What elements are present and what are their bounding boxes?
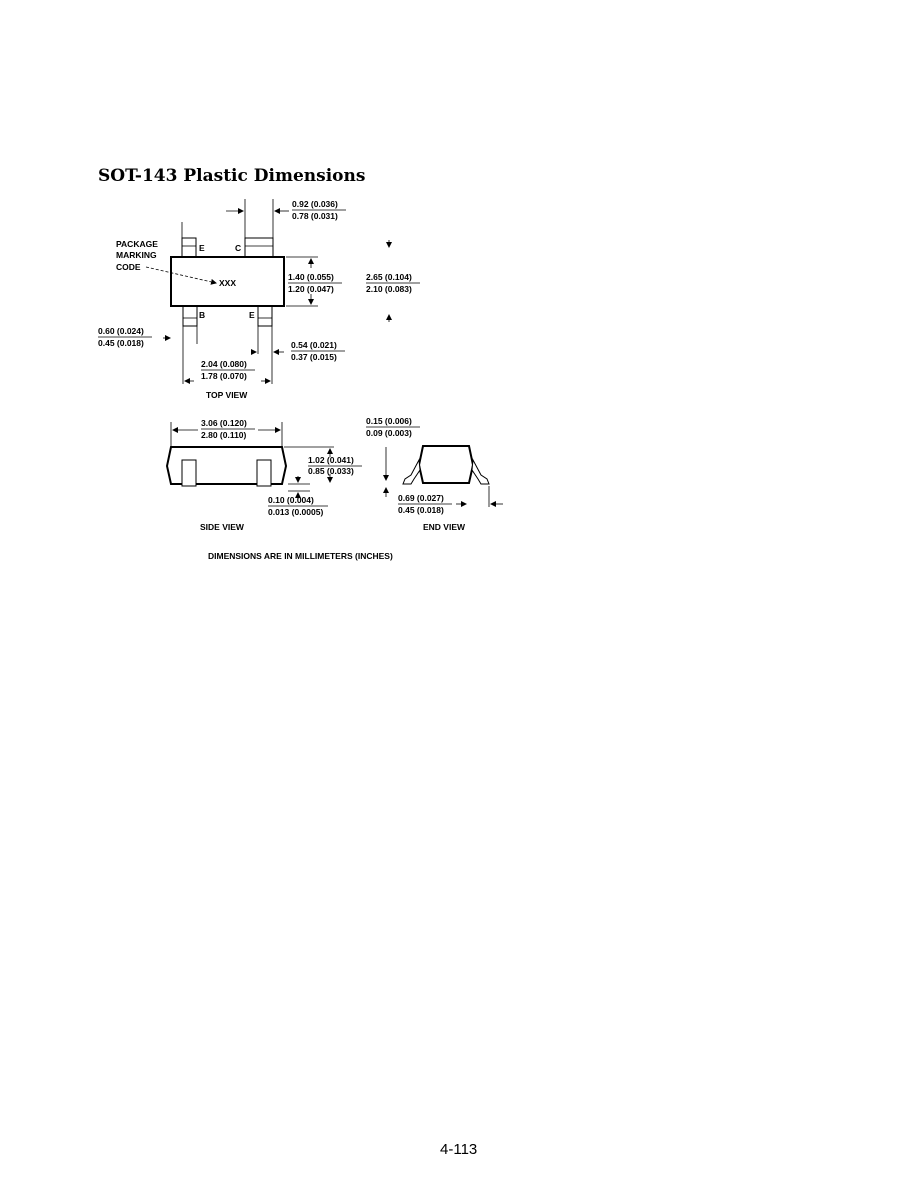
dim-overall-width-max: 2.65 (0.104) — [366, 272, 412, 282]
package-label-line2: MARKING — [116, 250, 157, 260]
dim-lead-wide-min: 0.78 (0.031) — [292, 211, 338, 221]
lead-b-bottom — [182, 305, 198, 327]
lead-e-top — [181, 237, 197, 258]
dim-standoff-min: 0.013 (0.0005) — [268, 507, 323, 517]
dim-length-min: 2.80 (0.110) — [201, 430, 247, 440]
lead-c-top — [244, 237, 274, 258]
units-footnote: DIMENSIONS ARE IN MILLIMETERS (INCHES) — [208, 551, 393, 561]
package-body-side — [165, 446, 288, 485]
lead-side-right — [256, 459, 272, 487]
top-view-label: TOP VIEW — [206, 390, 248, 400]
side-view-label: SIDE VIEW — [200, 522, 245, 532]
pin-label-c: C — [235, 243, 241, 253]
dim-pitch-min: 1.78 (0.070) — [201, 371, 247, 381]
section-title: SOT-143 Plastic Dimensions — [98, 166, 365, 186]
package-label-line3: CODE — [116, 262, 141, 272]
package-label-line1: PACKAGE — [116, 239, 158, 249]
package-body-end — [417, 445, 475, 484]
dim-height-max: 1.02 (0.041) — [308, 455, 354, 465]
top-view: E C B E PACKAGE MARKING CODE XXX 0.92 (0… — [98, 199, 420, 400]
dim-lead-e-min: 0.37 (0.015) — [291, 352, 337, 362]
package-body-top — [170, 256, 285, 307]
lead-end-right — [471, 458, 490, 485]
dim-lead-thickness-min: 0.09 (0.003) — [366, 428, 412, 438]
pin-label-e1: E — [199, 243, 205, 253]
lead-end-left — [402, 458, 421, 485]
dim-overall-width-min: 2.10 (0.083) — [366, 284, 412, 294]
dim-body-width-max: 1.40 (0.055) — [288, 272, 334, 282]
dim-lead-thickness-max: 0.15 (0.006) — [366, 416, 412, 426]
end-view-label: END VIEW — [423, 522, 466, 532]
dim-lead-b-max: 0.60 (0.024) — [98, 326, 144, 336]
dim-standoff-max: 0.10 (0.004) — [268, 495, 314, 505]
dim-height-min: 0.85 (0.033) — [308, 466, 354, 476]
end-view: 0.15 (0.006) 0.09 (0.003) 0.69 (0.027) 0… — [366, 416, 503, 532]
lead-e-bottom — [257, 305, 273, 327]
page-number: 4-113 — [440, 1141, 477, 1158]
dim-foot-min: 0.45 (0.018) — [398, 505, 444, 515]
dim-lead-b-min: 0.45 (0.018) — [98, 338, 144, 348]
dim-pitch-max: 2.04 (0.080) — [201, 359, 247, 369]
pin-label-e2: E — [249, 310, 255, 320]
marking-code: XXX — [219, 278, 236, 288]
pin-label-b: B — [199, 310, 205, 320]
dim-foot-max: 0.69 (0.027) — [398, 493, 444, 503]
dim-lead-e-max: 0.54 (0.021) — [291, 340, 337, 350]
dim-lead-wide-max: 0.92 (0.036) — [292, 199, 338, 209]
side-view: 3.06 (0.120) 2.80 (0.110) 1.02 (0.041) 0… — [165, 418, 362, 532]
lead-side-left — [181, 459, 197, 487]
dim-body-width-min: 1.20 (0.047) — [288, 284, 334, 294]
dim-length-max: 3.06 (0.120) — [201, 418, 247, 428]
